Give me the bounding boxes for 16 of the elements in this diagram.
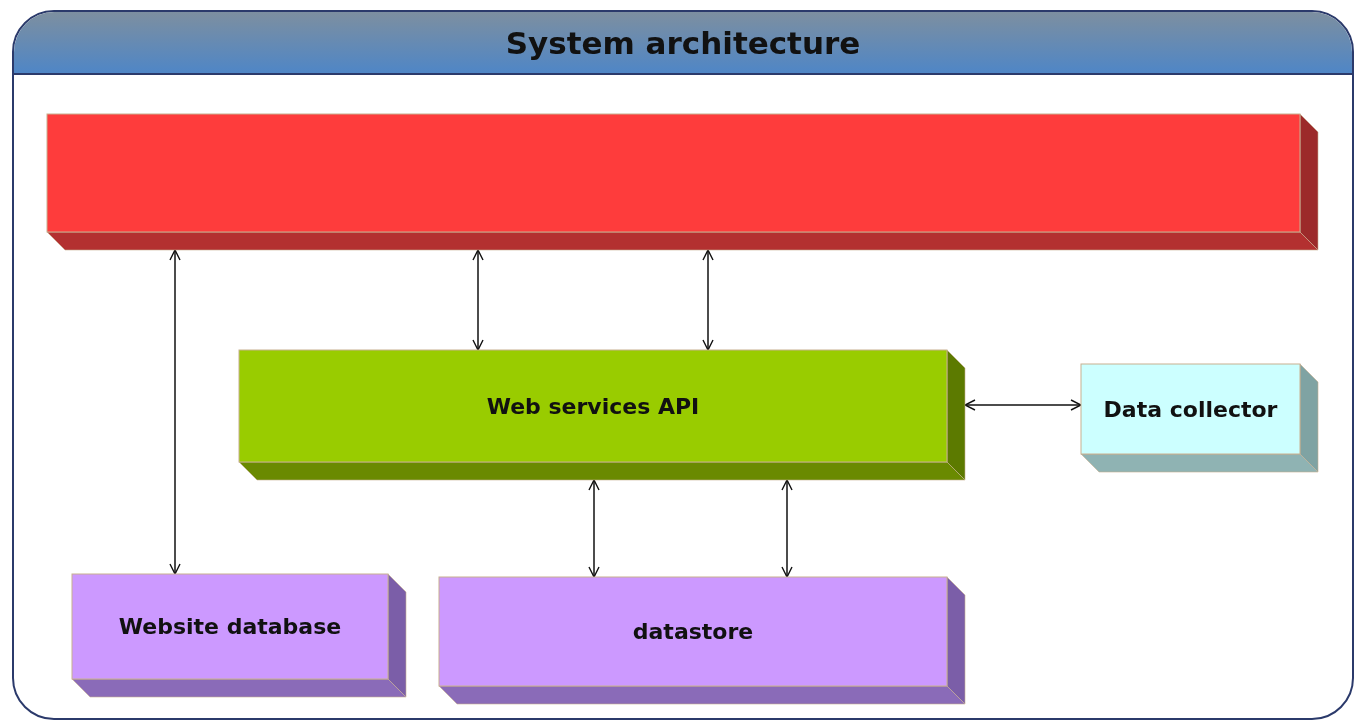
double-arrow: [781, 479, 793, 578]
process-block: [1081, 364, 1318, 472]
title: System architecture: [505, 24, 861, 61]
double-arrow: [702, 249, 714, 351]
double-arrow: [472, 249, 484, 351]
block: [47, 114, 1318, 250]
process-block: [72, 574, 406, 697]
block-label: datastore: [632, 619, 754, 644]
process-block: [239, 350, 965, 480]
process-block: [439, 577, 965, 704]
block-label: Data collector: [1103, 396, 1278, 422]
block-label: Website database: [118, 614, 342, 639]
double-arrow: [964, 399, 1082, 411]
block-label: Web services API: [486, 393, 700, 419]
double-arrow: [169, 249, 181, 575]
double-arrow: [588, 479, 600, 578]
